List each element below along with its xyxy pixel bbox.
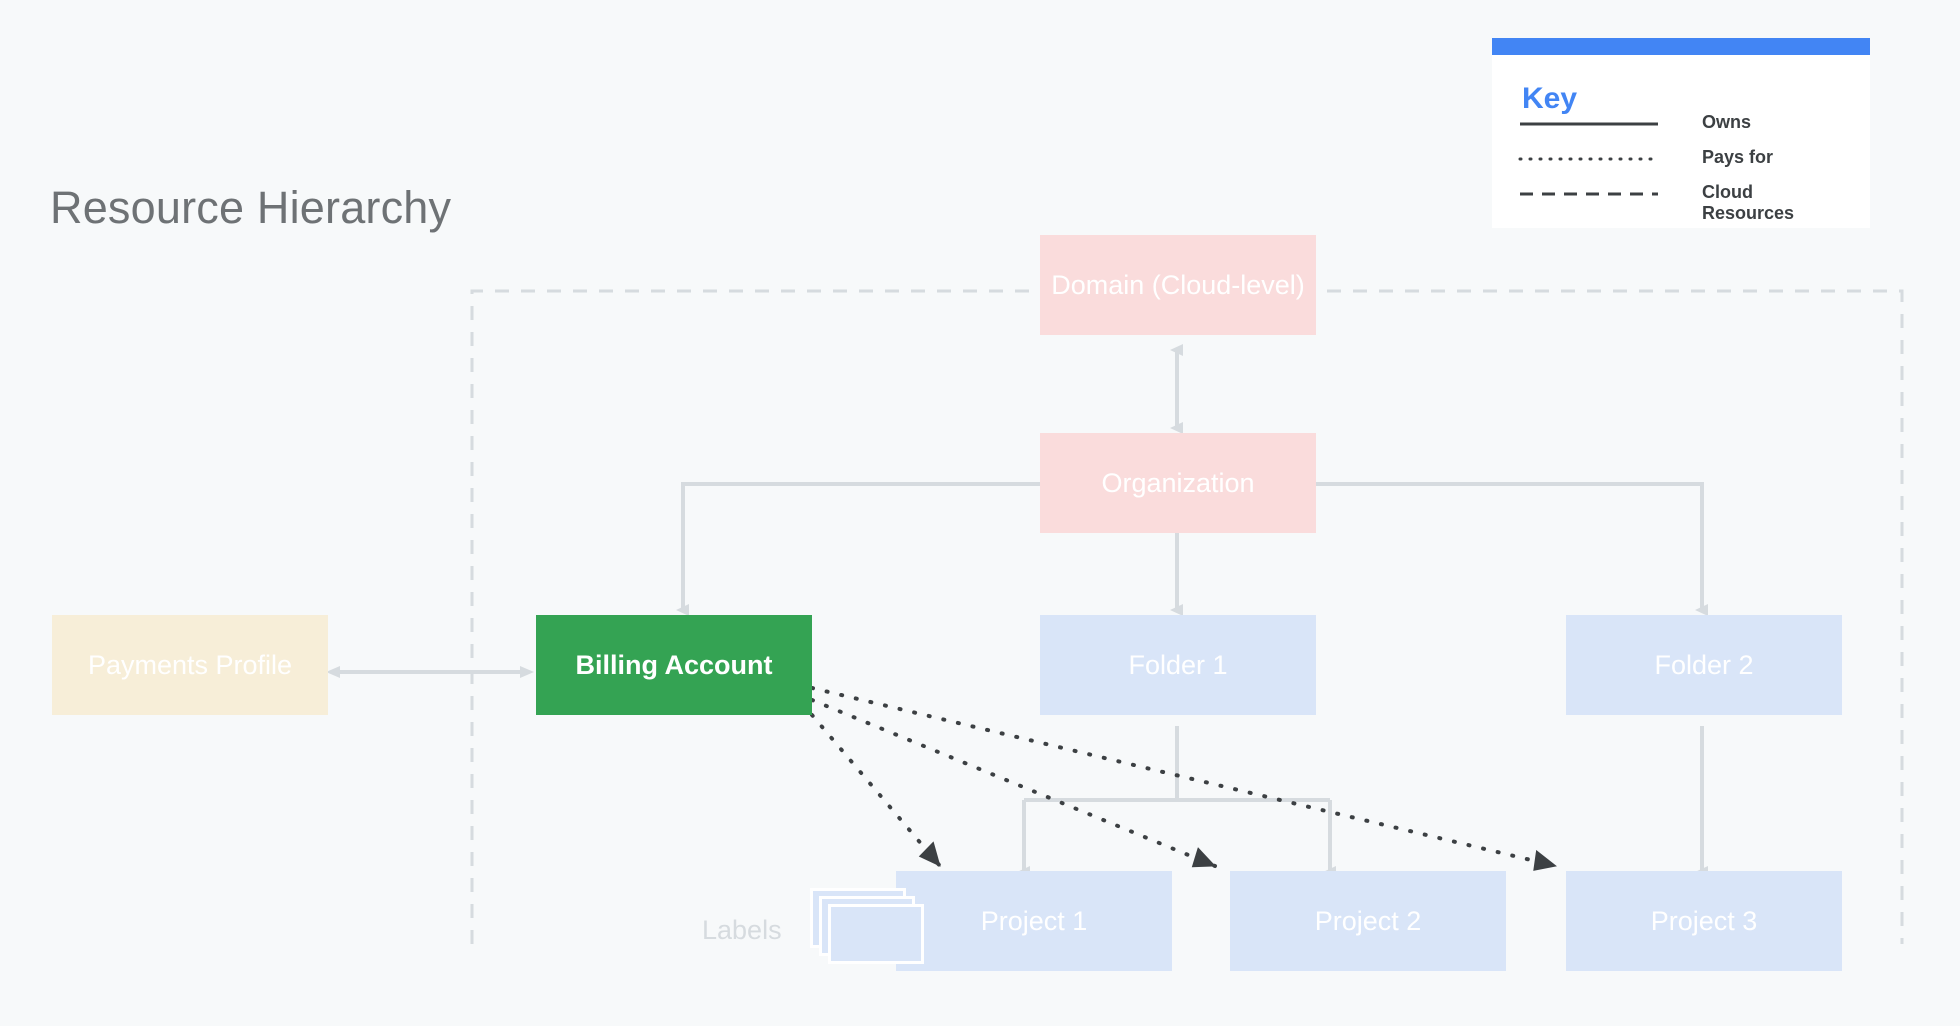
node-folder-2-label: Folder 2 xyxy=(1654,649,1754,680)
node-folder-1-label: Folder 1 xyxy=(1128,649,1228,680)
node-organization-label: Organization xyxy=(1101,467,1255,498)
node-folder-1[interactable]: Folder 1 xyxy=(1040,615,1316,715)
edge-organization-billing-account xyxy=(676,482,1040,616)
node-payments-profile[interactable]: Payments Profile xyxy=(52,615,328,715)
labels-caption: Labels xyxy=(702,915,782,945)
labels-stack-icon xyxy=(810,888,930,966)
node-billing-account[interactable]: Billing Account xyxy=(536,615,812,715)
node-project-3[interactable]: Project 3 xyxy=(1566,871,1842,971)
node-project-1-label: Project 1 xyxy=(980,905,1088,936)
page-title: Resource Hierarchy xyxy=(50,182,452,233)
edge-folder-1-projects xyxy=(1017,726,1336,878)
key-label-owns: Owns xyxy=(1702,112,1752,132)
node-organization[interactable]: Organization xyxy=(1040,433,1316,533)
node-folder-2[interactable]: Folder 2 xyxy=(1566,615,1842,715)
node-payments-profile-label: Payments Profile xyxy=(87,649,293,680)
node-billing-account-label: Billing Account xyxy=(575,649,773,680)
edge-billing-account-pays-for-project-2 xyxy=(810,698,1217,868)
labels-stack-card-front xyxy=(828,904,924,964)
key-title: Key xyxy=(1522,82,1578,115)
node-project-3-label: Project 3 xyxy=(1650,905,1758,936)
edge-organization-folder-2 xyxy=(1316,482,1708,616)
node-project-2-label: Project 2 xyxy=(1314,905,1422,936)
node-domain[interactable]: Domain (Cloud-level) xyxy=(1040,235,1316,335)
key-accent-bar xyxy=(1492,38,1870,55)
node-domain-label: Domain (Cloud-level) xyxy=(1051,269,1305,300)
edge-billing-account-pays-for-project-1 xyxy=(810,713,942,868)
key-label-cloud-resources: Cloud Resources xyxy=(1702,182,1795,223)
node-project-1[interactable]: Project 1 xyxy=(896,871,1172,971)
key-label-pays-for: Pays for xyxy=(1702,147,1774,167)
key-panel xyxy=(1492,38,1870,228)
node-project-2[interactable]: Project 2 xyxy=(1230,871,1506,971)
